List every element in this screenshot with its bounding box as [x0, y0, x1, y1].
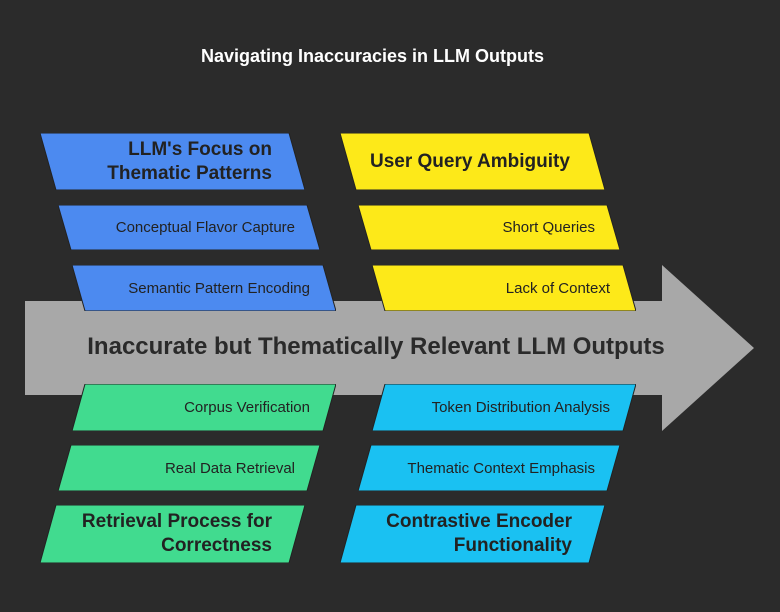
llm-focus-item-2: Semantic Pattern Encoding [72, 265, 336, 311]
encoder-item-2: Thematic Context Emphasis [358, 445, 620, 491]
user-query-header: User Query Ambiguity [340, 133, 605, 190]
encoder-item-2-label: Thematic Context Emphasis [407, 459, 595, 477]
diagram-title: Navigating Inaccuracies in LLM Outputs [200, 46, 545, 66]
retrieval-item-2: Real Data Retrieval [58, 445, 320, 491]
retrieval-item-2-label: Real Data Retrieval [164, 459, 295, 477]
llm-focus-header: LLM's Focus on Thematic Patterns [40, 133, 305, 190]
central-arrow-label: Inaccurate but Thematically Relevant LLM… [87, 333, 665, 360]
retrieval-header-label: Retrieval Process for Correctness [81, 511, 272, 556]
encoder-item-1-label: Token Distribution Analysis [431, 399, 610, 416]
llm-focus-item-1: Conceptual Flavor Capture [58, 205, 320, 250]
retrieval-header: Retrieval Process for Correctness [40, 505, 305, 563]
llm-focus-header-label: LLM's Focus on Thematic Patterns [107, 138, 272, 184]
retrieval-item-1-label: Corpus Verification [184, 399, 310, 416]
user-query-header-label: User Query Ambiguity [370, 150, 570, 172]
llm-focus-item-1-label: Conceptual Flavor Capture [115, 219, 295, 236]
encoder-header: Contrastive Encoder Functionality [340, 505, 605, 563]
retrieval-item-1: Corpus Verification [72, 384, 336, 431]
encoder-item-1: Token Distribution Analysis [372, 384, 636, 431]
llm-focus-item-2-label: Semantic Pattern Encoding [128, 279, 310, 297]
user-query-item-1: Short Queries [358, 205, 620, 250]
user-query-item-2: Lack of Context [372, 265, 636, 311]
user-query-item-1-label: Short Queries [502, 219, 595, 236]
user-query-item-2-label: Lack of Context [505, 279, 610, 297]
encoder-header-label: Contrastive Encoder Functionality [386, 511, 572, 556]
